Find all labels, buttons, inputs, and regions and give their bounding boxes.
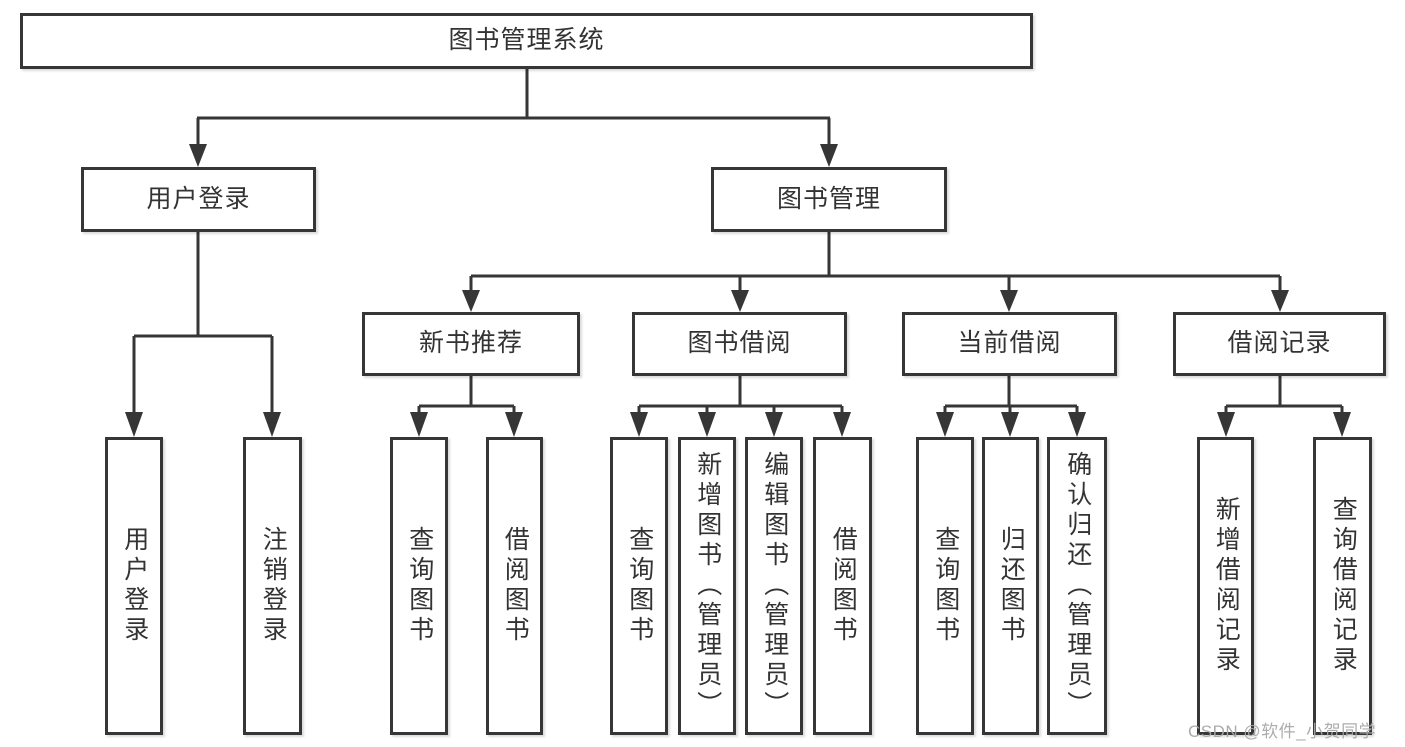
node-label: 借阅记录 <box>1227 329 1332 358</box>
leaf-query-books-recommend: 查询图书 <box>390 437 448 735</box>
arrowhead-icon <box>125 412 143 437</box>
arrowhead-icon <box>630 412 648 437</box>
leaf-label: 借阅图书 <box>829 526 858 646</box>
arrowhead-icon <box>731 290 749 312</box>
leaf-confirm-return-admin: 确认归还（管理员） <box>1047 437 1107 735</box>
node-label: 用户登录 <box>146 184 251 213</box>
arrowhead-icon <box>462 290 480 312</box>
arrowhead-icon <box>1217 412 1235 437</box>
leaf-borrow-books: 借阅图书 <box>813 437 872 735</box>
leaf-borrow-books-recommend: 借阅图书 <box>486 437 543 735</box>
leaf-label: 注销登录 <box>259 526 288 646</box>
node-book-management: 图书管理 <box>711 167 947 232</box>
arrowhead-icon <box>1001 412 1019 437</box>
arrowhead-icon <box>263 412 281 437</box>
connector-userlogin-to-leaves <box>132 232 274 414</box>
connector-root-to-level2 <box>196 69 831 146</box>
arrowhead-icon <box>936 412 954 437</box>
leaf-label: 查询图书 <box>405 526 434 646</box>
leaf-label: 查询借阅记录 <box>1329 496 1358 676</box>
connector-newbook-to-leaves <box>417 376 516 414</box>
node-book-borrow: 图书借阅 <box>632 312 847 376</box>
csdn-watermark: CSDN @软件_小贺同学 <box>1188 722 1377 741</box>
arrowhead-icon <box>698 412 716 437</box>
leaf-user-login: 用户登录 <box>105 437 163 735</box>
leaf-label: 新增图书（管理员） <box>693 451 722 721</box>
node-label: 图书管理 <box>776 184 881 213</box>
connector-borrowrecords-to-leaves <box>1224 376 1344 414</box>
node-system-root: 图书管理系统 <box>20 13 1033 69</box>
arrowhead-icon <box>1068 412 1086 437</box>
leaf-label: 归还图书 <box>997 526 1026 646</box>
arrowhead-icon <box>1271 290 1289 312</box>
leaf-label: 查询图书 <box>931 526 960 646</box>
leaf-label: 确认归还（管理员） <box>1063 451 1092 721</box>
node-label: 新书推荐 <box>418 329 523 358</box>
leaf-return-book: 归还图书 <box>982 437 1039 735</box>
arrowhead-icon <box>1333 412 1351 437</box>
arrowhead-icon <box>505 412 523 437</box>
connector-currentborrow-to-leaves <box>943 376 1079 414</box>
leaf-query-borrow-record: 查询借阅记录 <box>1313 437 1372 735</box>
node-new-book-recommend: 新书推荐 <box>362 312 580 376</box>
arrowhead-icon <box>1000 290 1018 312</box>
leaf-edit-book-admin: 编辑图书（管理员） <box>745 437 803 735</box>
arrowhead-icon <box>410 412 428 437</box>
leaf-label: 借阅图书 <box>501 526 530 646</box>
leaf-label: 查询图书 <box>625 526 654 646</box>
leaf-query-books-borrow: 查询图书 <box>610 437 668 735</box>
leaf-label: 编辑图书（管理员） <box>760 451 789 721</box>
node-label: 图书借阅 <box>687 329 792 358</box>
arrowhead-icon <box>820 144 838 167</box>
node-label: 当前借阅 <box>957 329 1062 358</box>
node-borrow-records: 借阅记录 <box>1173 312 1386 376</box>
node-current-borrow: 当前借阅 <box>902 312 1117 376</box>
arrowhead-icon <box>833 412 851 437</box>
leaf-add-book-admin: 新增图书（管理员） <box>678 437 736 735</box>
leaf-label: 新增借阅记录 <box>1212 496 1241 676</box>
leaf-label: 用户登录 <box>120 526 149 646</box>
connector-bookborrow-to-leaves <box>637 376 844 414</box>
arrowhead-icon <box>765 412 783 437</box>
leaf-query-books-current: 查询图书 <box>916 437 974 735</box>
connector-bookmgmt-to-level3 <box>469 232 1282 292</box>
arrowhead-icon <box>189 144 207 167</box>
leaf-add-borrow-record: 新增借阅记录 <box>1197 437 1254 735</box>
node-user-login: 用户登录 <box>81 167 316 232</box>
node-label: 图书管理系统 <box>448 26 605 55</box>
leaf-logout: 注销登录 <box>243 437 302 735</box>
